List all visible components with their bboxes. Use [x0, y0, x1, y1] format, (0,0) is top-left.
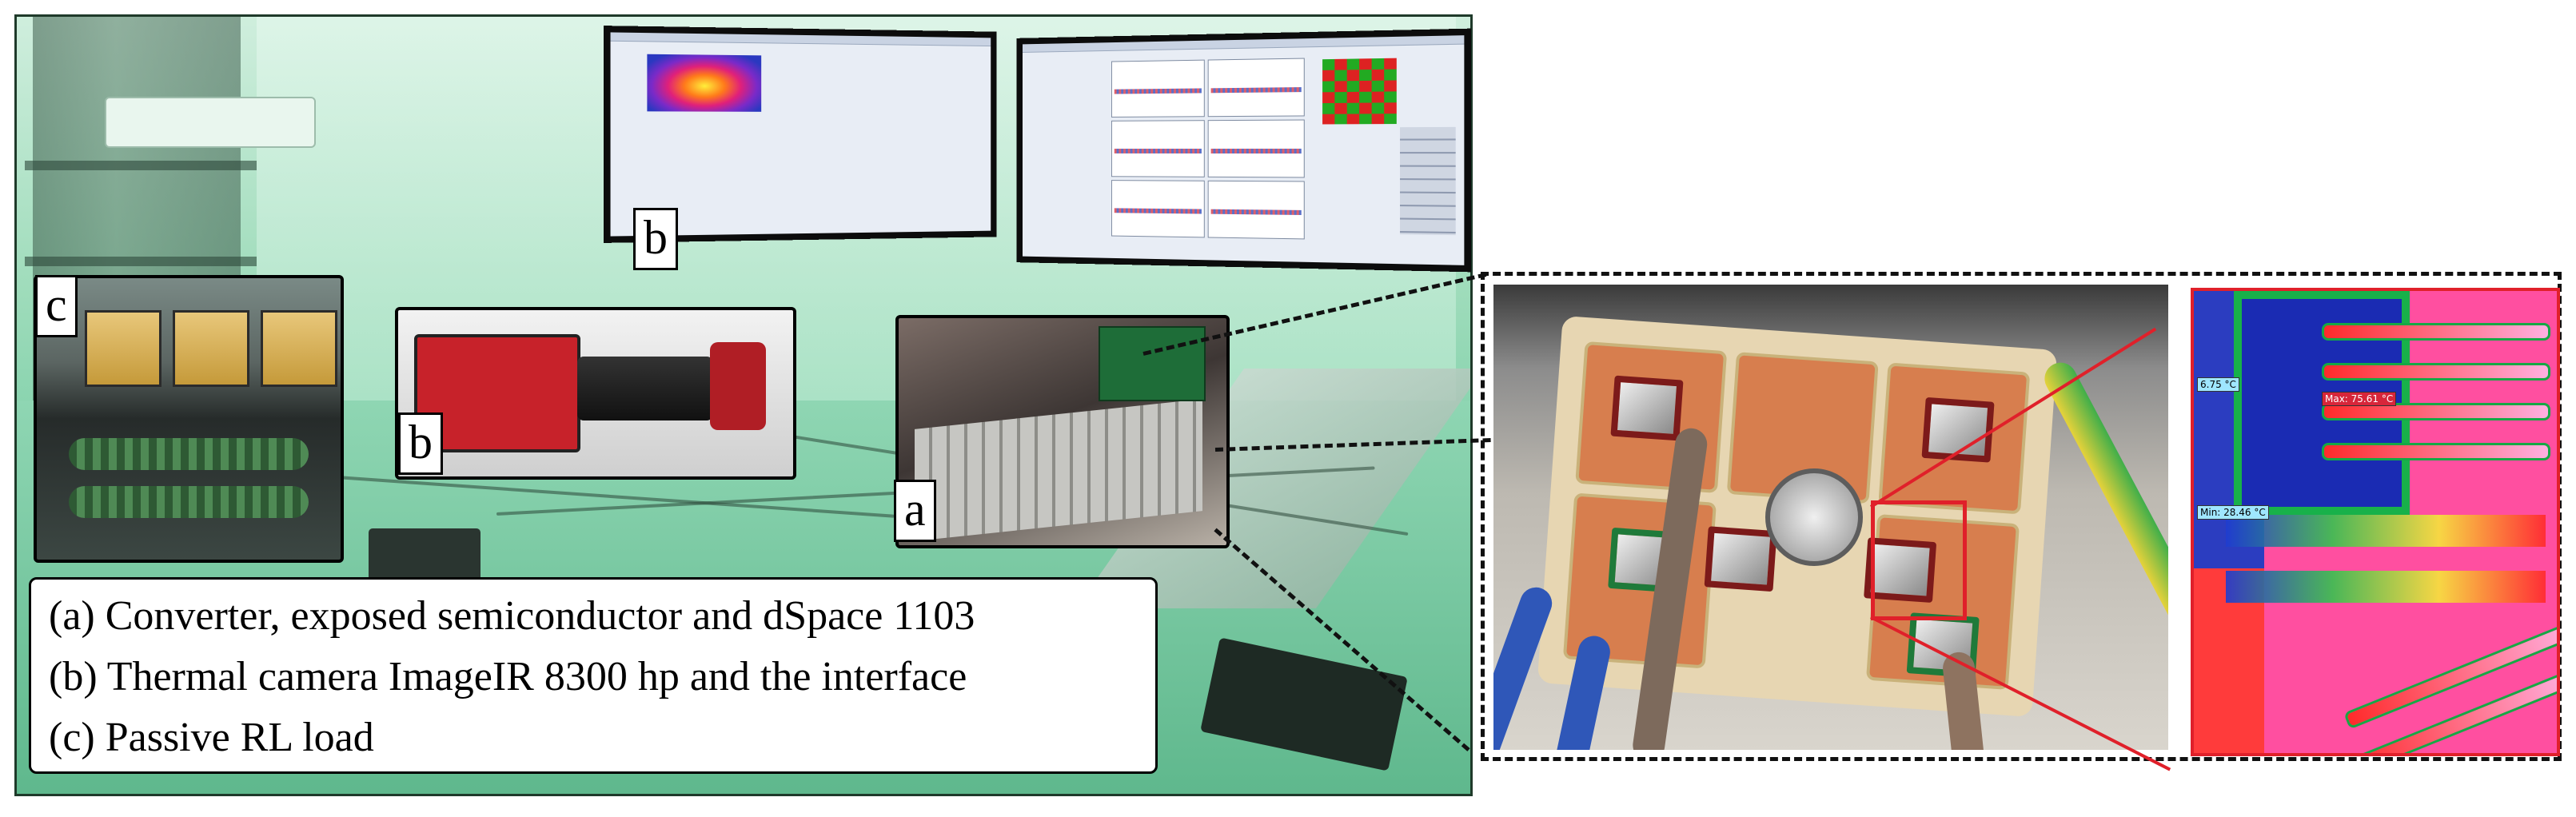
legend-box: (a) Converter, exposed semiconductor and…: [29, 577, 1158, 774]
status-tile-grid: [1322, 58, 1397, 125]
tag-b-monitor: b: [633, 208, 678, 270]
lens-ring: [710, 342, 766, 430]
mounting-screw: [1765, 468, 1863, 566]
interface-box: [369, 528, 481, 584]
legend-item-c: (c) Passive RL load: [49, 715, 374, 760]
plot-panel: [1207, 180, 1305, 240]
legend-item-b: (b) Thermal camera ImageIR 8300 hp and t…: [49, 654, 967, 699]
thermal-lead: [2322, 363, 2550, 381]
inset-thermal-camera-photo: [395, 307, 796, 480]
app-menubar: [610, 32, 991, 47]
thermal-band: [2226, 571, 2546, 603]
signal-trace: [1114, 208, 1202, 214]
signal-trace: [1114, 149, 1202, 153]
min-temperature-readout: Min: 28.46 °C: [2197, 505, 2269, 520]
thermal-preview: [647, 54, 762, 112]
resistor: [69, 486, 309, 518]
inset-rl-load-photo: [34, 275, 344, 563]
monitor-right: [1016, 28, 1471, 273]
app-menubar: [1022, 35, 1465, 53]
thermal-image: 6.75 °C Max: 75.61 °C Min: 28.46 °C: [2191, 288, 2560, 756]
max-temperature-readout: Max: 75.61 °C: [2322, 392, 2397, 406]
rack-shelf: [25, 257, 257, 266]
monitor-right-screen: [1022, 35, 1465, 265]
plot-panel: [1207, 58, 1305, 118]
monitors: [604, 26, 1471, 285]
semiconductor-die: [1704, 526, 1777, 592]
thermal-band: [2226, 515, 2546, 547]
camera-lens: [577, 357, 713, 420]
transformer: [85, 310, 161, 387]
temperature-readout: 6.75 °C: [2197, 377, 2239, 392]
converter-rails: [915, 399, 1202, 541]
signal-trace: [1210, 87, 1302, 94]
semiconductor-die: [1610, 375, 1684, 441]
plot-panel: [1111, 59, 1205, 118]
control-pcb: [1099, 326, 1206, 401]
transformer: [261, 310, 337, 387]
power-module-photo: [1493, 285, 2168, 750]
thermal-lead: [2322, 443, 2550, 460]
resistor: [69, 438, 309, 470]
plot-panel: [1207, 119, 1305, 178]
signal-trace: [1114, 88, 1202, 94]
highlight-die-box: [1871, 500, 1967, 620]
network-router: [105, 97, 316, 148]
inset-converter-photo: [895, 315, 1230, 548]
wire-ground: [2039, 357, 2168, 640]
signal-trace: [1210, 209, 1302, 215]
legend-item-a: (a) Converter, exposed semiconductor and…: [49, 593, 975, 639]
tag-a: a: [894, 480, 936, 542]
plot-panel: [1111, 120, 1205, 177]
thermal-lead: [2343, 621, 2557, 730]
tag-b-camera: b: [398, 412, 443, 475]
signal-trace: [1210, 148, 1302, 154]
thermal-lead: [2322, 323, 2550, 341]
tag-c: c: [35, 275, 78, 337]
control-button-column: [1400, 126, 1456, 236]
monitor-left-screen: [610, 32, 991, 237]
rack-shelf: [25, 161, 257, 170]
thermal-lead: [2322, 403, 2550, 420]
transformer: [173, 310, 249, 387]
plot-panel: [1111, 180, 1205, 238]
